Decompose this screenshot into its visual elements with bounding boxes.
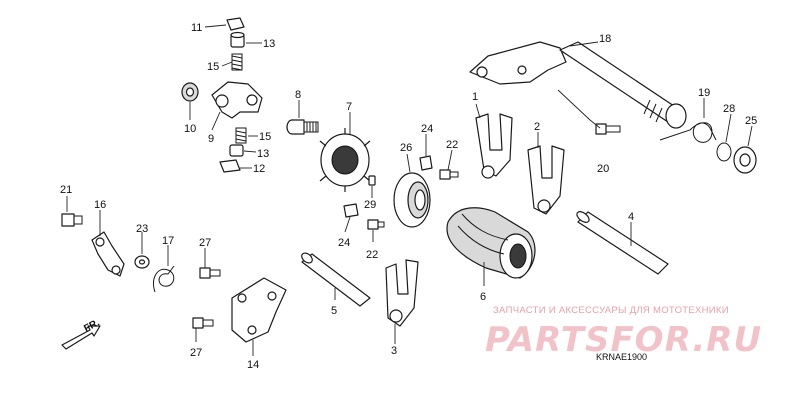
callout-numbers: 11 13 15 10 9 15 13 12 8 7 24 26 22 29 2…: [60, 22, 757, 371]
callout-10: 10: [184, 123, 196, 135]
diagram-code: KRNAE1900: [596, 352, 648, 362]
part-15-spring-lower: [235, 127, 247, 144]
part-24-stopper-plate-upper: [419, 155, 433, 171]
callout-13: 13: [263, 38, 275, 50]
callout-3: 3: [391, 345, 397, 357]
callout-24: 24: [338, 237, 350, 249]
callout-6: 6: [480, 291, 486, 303]
part-13-collar-lower: [229, 144, 244, 157]
callout-16: 16: [94, 199, 106, 211]
callout-22: 22: [446, 139, 458, 151]
part-4-fork-shaft: [576, 211, 669, 275]
part-22-bolt-lower: [367, 219, 385, 230]
part-9-stopper-arm: [211, 81, 263, 119]
part-19-return-spring: [659, 122, 717, 143]
callout-12: 12: [253, 163, 265, 175]
callout-26: 26: [400, 142, 412, 154]
callout-22: 22: [366, 249, 378, 261]
part-22-bolt-upper: [439, 169, 459, 180]
callout-29: 29: [364, 199, 376, 211]
callout-leader-lines: [66, 24, 753, 356]
part-3-shift-fork: [385, 259, 419, 327]
callout-4: 4: [628, 211, 634, 223]
callout-15: 15: [259, 131, 271, 143]
part-27-bolt-upper: [199, 267, 221, 279]
callout-18: 18: [599, 33, 611, 45]
callout-1: 1: [472, 91, 478, 103]
part-26-bearing: [393, 172, 431, 228]
callout-14: 14: [247, 359, 259, 371]
watermark-caption: ЗАПЧАСТИ И АКСЕССУАРЫ ДЛЯ МОТОТЕХНИКИ: [493, 305, 729, 316]
part-8-pin-bolt: [286, 119, 319, 135]
part-7-shift-drum-center: [319, 128, 371, 192]
callout-19: 19: [698, 87, 710, 99]
callout-21: 21: [60, 184, 72, 196]
callout-23: 23: [136, 223, 148, 235]
part-6-shift-drum: [446, 207, 536, 279]
part-15-spring-top: [231, 53, 243, 71]
part-14-guide-plate: [231, 277, 287, 343]
part-24-stopper-plate-lower: [343, 203, 359, 218]
part-5-fork-shaft: [301, 252, 371, 307]
part-23-washer: [134, 255, 150, 269]
part-16-stopper-arm: [91, 231, 125, 277]
front-direction-arrow-icon: FR.: [61, 317, 102, 350]
callout-11: 11: [191, 22, 202, 34]
part-12-stopper: [219, 159, 241, 173]
part-2-shift-fork: [527, 145, 565, 215]
front-direction-label: FR.: [82, 317, 102, 334]
part-18-gearshift-spindle: [469, 41, 687, 129]
callout-17: 17: [162, 235, 174, 247]
callout-8: 8: [295, 89, 301, 101]
callout-20: 20: [597, 163, 609, 175]
part-25-oil-seal: [733, 146, 757, 174]
part-29-pin: [368, 175, 376, 186]
callout-2: 2: [534, 121, 540, 133]
callout-28: 28: [723, 103, 735, 115]
callout-25: 25: [745, 115, 757, 127]
part-17-stopper-spring: [153, 265, 175, 293]
callout-5: 5: [331, 305, 337, 317]
part-28-circlip: [716, 142, 732, 162]
part-21-bolt: [61, 213, 83, 227]
part-20-pin-bolt: [595, 123, 621, 135]
callout-15: 15: [207, 61, 219, 73]
callout-27: 27: [190, 347, 202, 359]
part-13-collar-top: [230, 31, 245, 48]
watermark-logo: PARTSFOR.RU: [485, 320, 763, 360]
part-27-bolt-lower: [192, 317, 214, 329]
callout-9: 9: [208, 133, 214, 145]
part-1-shift-fork: [475, 113, 513, 179]
callout-7: 7: [346, 101, 352, 113]
callout-27: 27: [199, 237, 211, 249]
callout-24: 24: [421, 123, 433, 135]
part-11-stopper: [226, 17, 245, 31]
part-10-washer: [181, 82, 199, 102]
callout-13: 13: [257, 148, 269, 160]
